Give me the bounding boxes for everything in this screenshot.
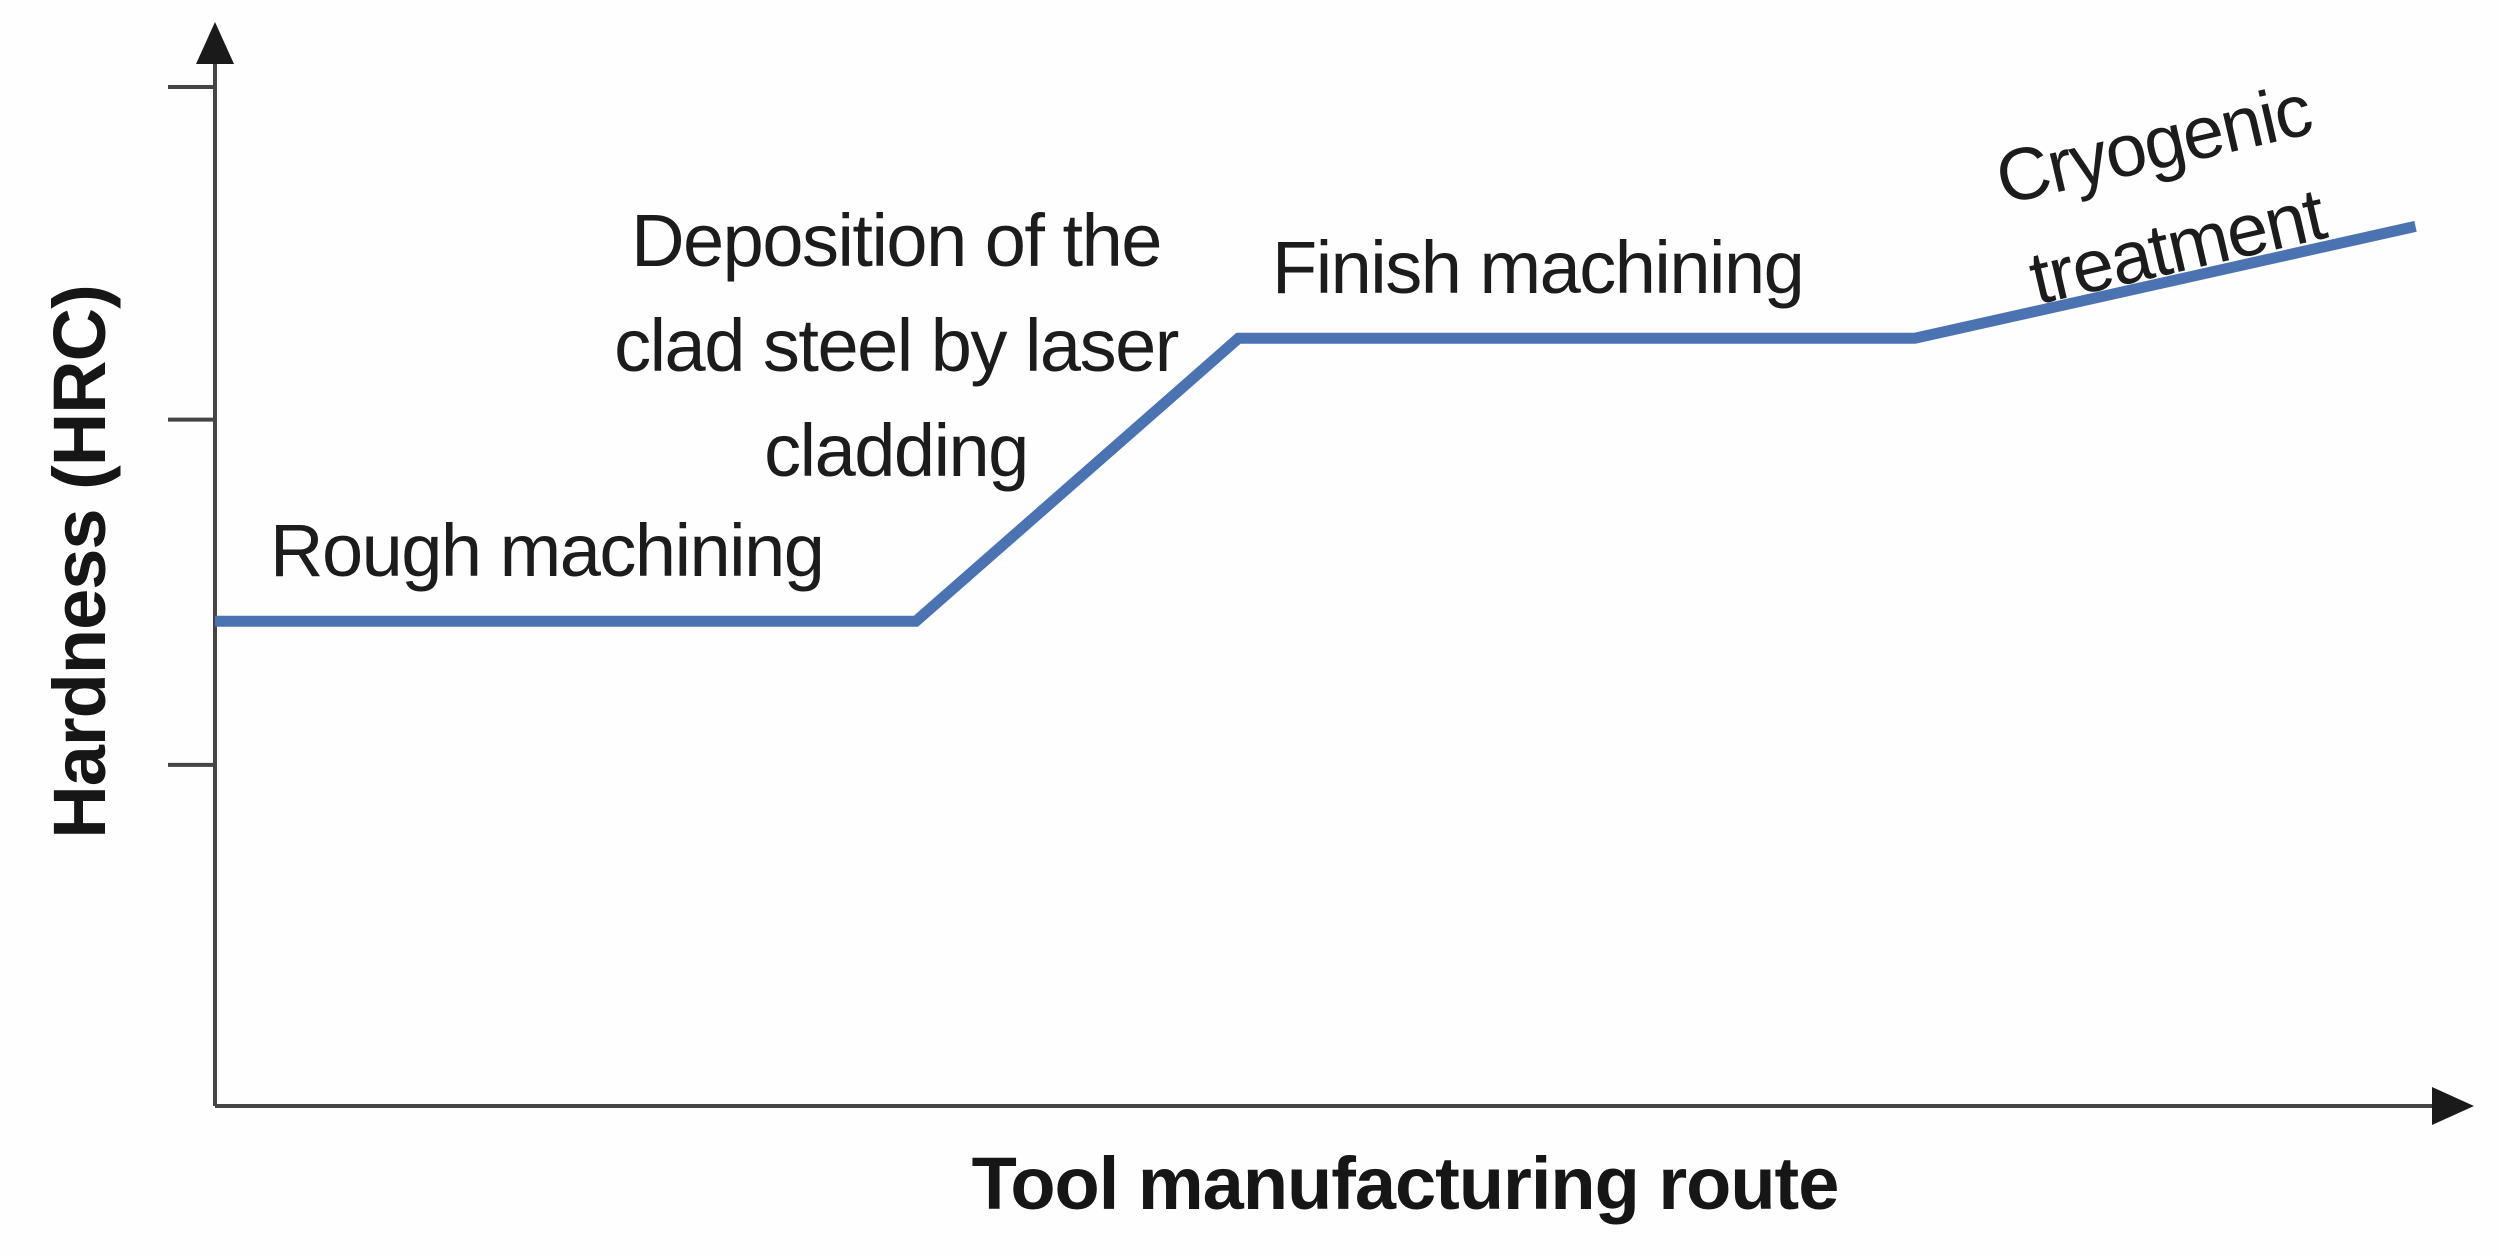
x-axis-arrow-icon <box>2432 1087 2474 1125</box>
stage-label-laser-cladding: Deposition of the clad steel by laser cl… <box>614 199 1179 492</box>
y-axis-arrow-icon <box>196 22 234 64</box>
y-axis-ticks <box>168 84 215 767</box>
hardness-line <box>215 220 2417 627</box>
stage-label-rough-machining: Rough machining <box>270 509 825 592</box>
x-axis-title: Tool manufacturing route <box>971 1142 1840 1225</box>
y-axis-title: Hardness (HRC) <box>38 285 121 839</box>
stage-label-finish-machining: Finish machining <box>1272 226 1805 309</box>
